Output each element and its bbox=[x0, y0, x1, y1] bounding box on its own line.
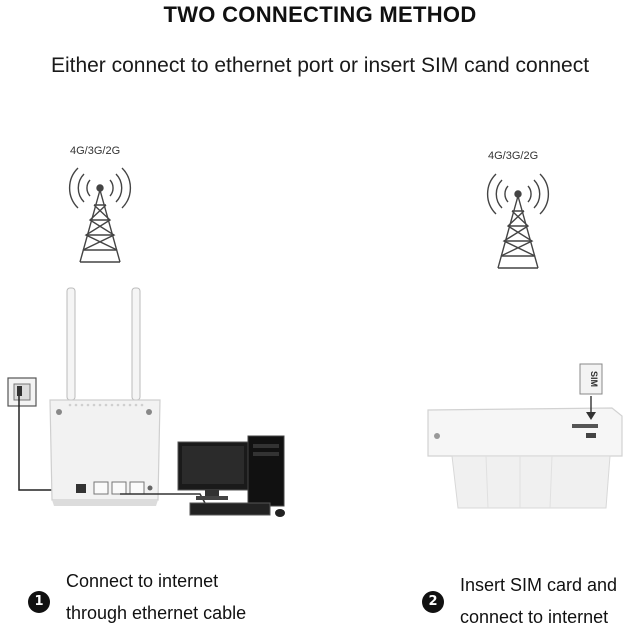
step-1-text: Connect to internet through ethernet cab… bbox=[66, 565, 246, 629]
sim-card-icon bbox=[579, 363, 603, 420]
step-2-text: Insert SIM card and connect to internet bbox=[460, 569, 617, 633]
sim-label: SIM bbox=[589, 370, 599, 387]
step-2-line-1: Insert SIM card and bbox=[460, 575, 618, 595]
right-cell-tower-icon bbox=[486, 173, 550, 269]
page-title: TWO CONNECTING METHOD bbox=[163, 2, 477, 27]
desktop-computer-icon bbox=[177, 435, 285, 517]
step-1-line-2: through ethernet cable bbox=[66, 603, 247, 623]
step-1-badge: 1 bbox=[28, 591, 50, 613]
right-tower-label: 4G/3G/2G bbox=[488, 150, 539, 162]
page-subtitle: Either connect to ethernet port or inser… bbox=[50, 54, 590, 77]
left-cell-tower-icon bbox=[68, 167, 132, 263]
step-2-badge: 2 bbox=[422, 591, 444, 613]
step-1-line-1: Connect to internet bbox=[66, 571, 219, 591]
right-router-icon bbox=[427, 407, 623, 509]
left-router-icon bbox=[49, 287, 161, 506]
step-2-line-2: connect to internet bbox=[460, 607, 609, 627]
left-tower-label: 4G/3G/2G bbox=[70, 145, 121, 157]
wall-socket-icon bbox=[7, 377, 37, 407]
